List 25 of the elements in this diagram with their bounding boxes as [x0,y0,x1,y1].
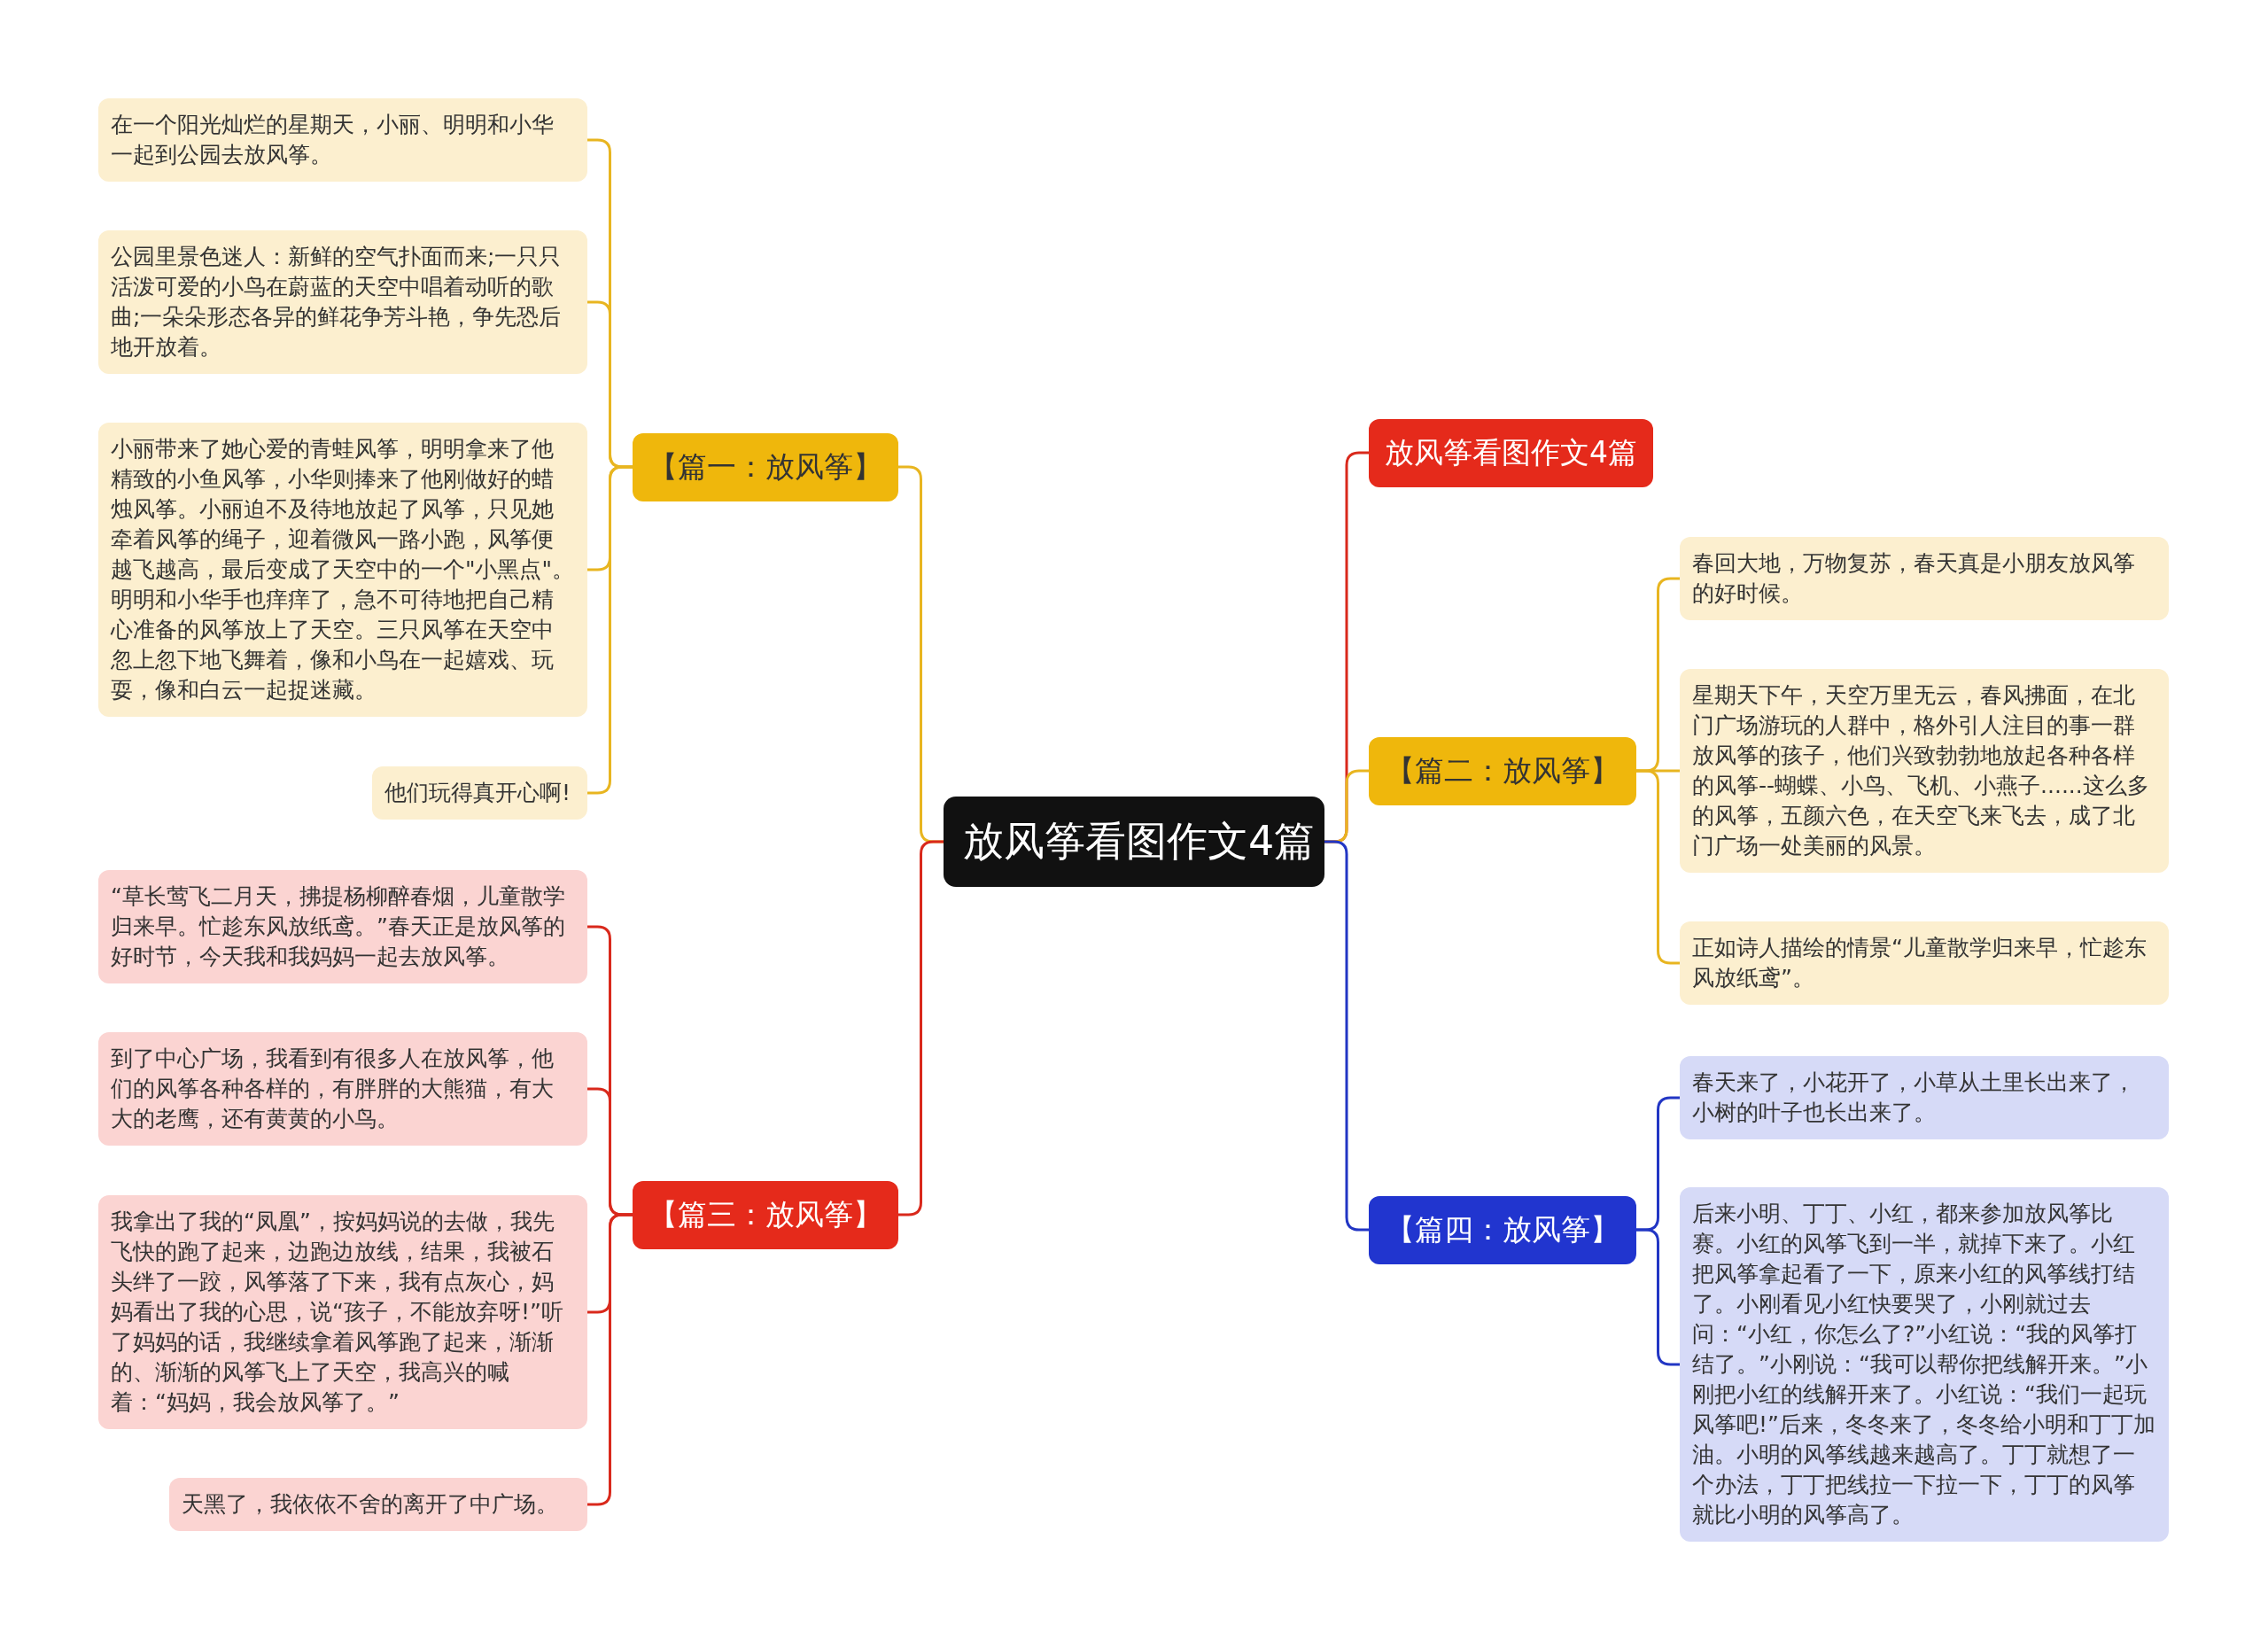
text-card: 春回大地，万物复苏，春天真是小朋友放风筝的好时候。 [1680,537,2169,620]
text-card: 到了中心广场，我看到有很多人在放风筝，他们的风筝各种各样的，有胖胖的大熊猫，有大大的老鹰，还有黄黄的小鸟。 [98,1032,587,1146]
connector-line [587,1213,633,1506]
text-card: 小丽带来了她心爱的青蛙风筝，明明拿来了他精致的小鱼风筝，小华则捧来了他刚做好的蜡烛风筝。小丽迫不及待地放起了风筝，只见她牵着风筝的绳子，迎着微风一路小跑，风筝便越飞越高，最后变成了天空中的一个"小黑点"。明明和小华手也痒痒了，急不可待地把自己精心准备的风筝放上了天空。三只风筝在天空中忽上忽下地飞舞着，像和小鸟在一起嬉戏、玩耍，像和白云一起捉迷藏。 [98,423,587,717]
branch-topic: 【篇四：放风筝】 [1369,1195,1636,1264]
connector-line [1636,769,1680,965]
central-topic: 放风筝看图作文4篇 [944,797,1324,887]
text-card: 天黑了，我依依不舍的离开了中广场。 [169,1478,587,1531]
branch-topic: 【篇一：放风筝】 [633,432,898,501]
text-card: 公园里景色迷人：新鲜的空气扑面而来;一只只活泼可爱的小鸟在蔚蓝的天空中唱着动听的歌曲;一朵朵形态各异的鲜花争芳斗艳，争先恐后地开放着。 [98,230,587,374]
text-card: 后来小明、丁丁、小红，都来参加放风筝比赛。小红的风筝飞到一半，就掉下来了。小红把风筝拿起看了一下，原来小红的风筝线打结了。小刚看见小红快要哭了，小刚就过去问：“小红，你怎么了?”小红说：“我的风筝打结了。”小刚说：“我可以帮你把线解开来。”小刚把小红的线解开来了。小红说：“我们一起玩风筝吧!”后来，冬冬来了，冬冬给小明和丁丁加油。小明的风筝线越来越高了。丁丁就想了一个办法，丁丁把线拉一下拉一下，丁丁的风筝就比小明的风筝高了。 [1680,1187,2169,1542]
connector-line [1324,840,1369,1232]
connector-line [587,465,633,795]
connector-line [1636,1228,1680,1366]
text-card: 在一个阳光灿烂的星期天，小丽、明明和小华一起到公园去放风筝。 [98,98,587,182]
branch-topic: 【篇三：放风筝】 [633,1180,898,1249]
text-card: 我拿出了我的“凤凰”，按妈妈说的去做，我先飞快的跑了起来，边跑边放线，结果，我被石头绊了一跤，风筝落了下来，我有点灰心，妈妈看出了我的心思，说“孩子，不能放弃呀!”听了妈妈的话，我继续拿着风筝跑了起来，渐渐的、渐渐的风筝飞上了天空，我高兴的喊着：“妈妈，我会放风筝了。” [98,1195,587,1429]
text-card: 他们玩得真开心啊! [372,766,587,820]
text-card: 正如诗人描绘的情景“儿童散学归来早，忙趁东风放纸鸢”。 [1680,921,2169,1005]
branch-topic: 放风筝看图作文4篇 [1369,418,1653,487]
text-card: “草长莺飞二月天，拂提杨柳醉春烟，儿童散学归来早。忙趁东风放纸鸢。”春天正是放风筝的好时节，今天我和我妈妈一起去放风筝。 [98,870,587,983]
text-card: 春天来了，小花开了，小草从土里长出来了，小树的叶子也长出来了。 [1680,1056,2169,1139]
branch-topic: 【篇二：放风筝】 [1369,736,1636,805]
text-card: 星期天下午，天空万里无云，春风拂面，在北门广场游玩的人群中，格外引人注目的事一群放风筝的孩子，他们兴致勃勃地放起各种各样的风筝--蝴蝶、小鸟、飞机、小燕子......这么多的风筝，五颜六色，在天空飞来飞去，成了北门广场一处美丽的风景。 [1680,669,2169,873]
connector-line [898,840,944,1216]
